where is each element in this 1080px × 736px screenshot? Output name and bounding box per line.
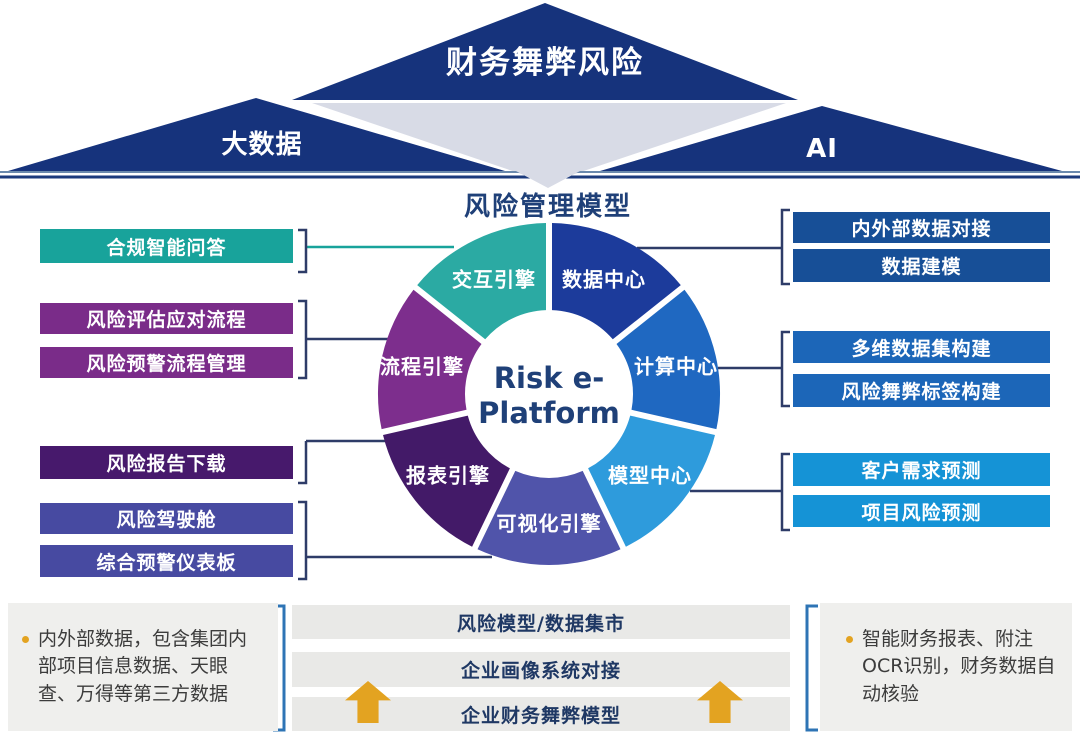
box-customer-demand-forecast: 客户需求预测 — [793, 453, 1050, 486]
wheel-segment-6 — [417, 223, 546, 340]
wheel-segment-2 — [588, 415, 715, 547]
wheel-segment-0 — [552, 223, 681, 340]
bracket-visual-engine — [298, 500, 308, 581]
pyramid-main-label: 财务舞弊风险 — [446, 45, 644, 81]
pyramid-gray-triangle — [312, 103, 786, 183]
pyramid-left-triangle — [8, 98, 505, 171]
wheel-center-line1: Risk e- — [494, 361, 605, 395]
box-multidim-dataset: 多维数据集构建 — [793, 331, 1050, 363]
wheel-label-interact-engine: 交互引擎 — [452, 268, 536, 292]
wheel-label-data-center: 数据中心 — [562, 268, 646, 292]
wheel-label-process-engine: 流程引擎 — [380, 355, 464, 379]
pyramid-left-label: 大数据 — [221, 130, 302, 160]
box-risk-cockpit: 风险驾驶舱 — [40, 503, 293, 534]
box-data-modeling: 数据建模 — [793, 249, 1050, 282]
layer-enterprise-profile: 企业画像系统对接 — [292, 652, 790, 687]
bracket-compliance — [298, 228, 308, 274]
pyramid-main-triangle — [292, 3, 798, 100]
wheel-segment-1 — [616, 289, 721, 430]
wheel-segment-3 — [477, 470, 621, 565]
box-fraud-label: 风险舞弊标签构建 — [793, 374, 1050, 407]
bracket-model-center — [780, 452, 790, 532]
pyramid-right-label: AI — [806, 134, 838, 164]
section-title: 风险管理模型 — [463, 192, 632, 222]
bracket-bottom-right — [805, 604, 818, 732]
wheel-label-visual-engine: 可视化引擎 — [497, 512, 602, 536]
bottom-left-note-text: 内外部数据，包含集团内部项目信息数据、天眼查、万得等第三方数据 — [38, 627, 248, 705]
wheel-label-report-engine: 报表引擎 — [406, 464, 490, 488]
bracket-bottom-left — [273, 604, 286, 732]
bracket-data-center — [780, 208, 790, 286]
wheel-label-model-center: 模型中心 — [608, 464, 692, 488]
wheel-center-line2: Platform — [478, 396, 620, 430]
box-compliance-qa: 合规智能问答 — [40, 229, 293, 263]
box-warning-dashboard: 综合预警仪表板 — [40, 545, 293, 577]
box-risk-assess-flow: 风险评估应对流程 — [40, 303, 293, 334]
box-risk-warning-flow: 风险预警流程管理 — [40, 347, 293, 378]
bottom-left-note: 内外部数据，包含集团内部项目信息数据、天眼查、万得等第三方数据 — [8, 603, 278, 731]
pyramid-gray-tip — [516, 171, 580, 188]
bullet-dot-icon — [22, 635, 29, 643]
wheel-segment-4 — [383, 415, 510, 547]
wheel-segment-5 — [377, 289, 482, 430]
bracket-report-engine — [298, 441, 308, 485]
wheel-label-compute-center: 计算中心 — [634, 355, 718, 379]
pyramid-right-triangle — [600, 106, 1062, 171]
layer-risk-model-mart: 风险模型/数据集市 — [292, 605, 790, 639]
bracket-compute-center — [780, 330, 790, 408]
box-risk-report-download: 风险报告下载 — [40, 446, 293, 479]
bottom-right-note: 智能财务报表、附注OCR识别，财务数据自动核验 — [820, 603, 1072, 731]
bullet-dot-icon — [846, 635, 853, 643]
bottom-right-note-text: 智能财务报表、附注OCR识别，财务数据自动核验 — [862, 627, 1056, 705]
box-project-risk-forecast: 项目风险预测 — [793, 495, 1050, 527]
wheel — [377, 223, 721, 565]
bracket-process-engine — [298, 299, 308, 380]
box-data-integration: 内外部数据对接 — [793, 212, 1050, 243]
